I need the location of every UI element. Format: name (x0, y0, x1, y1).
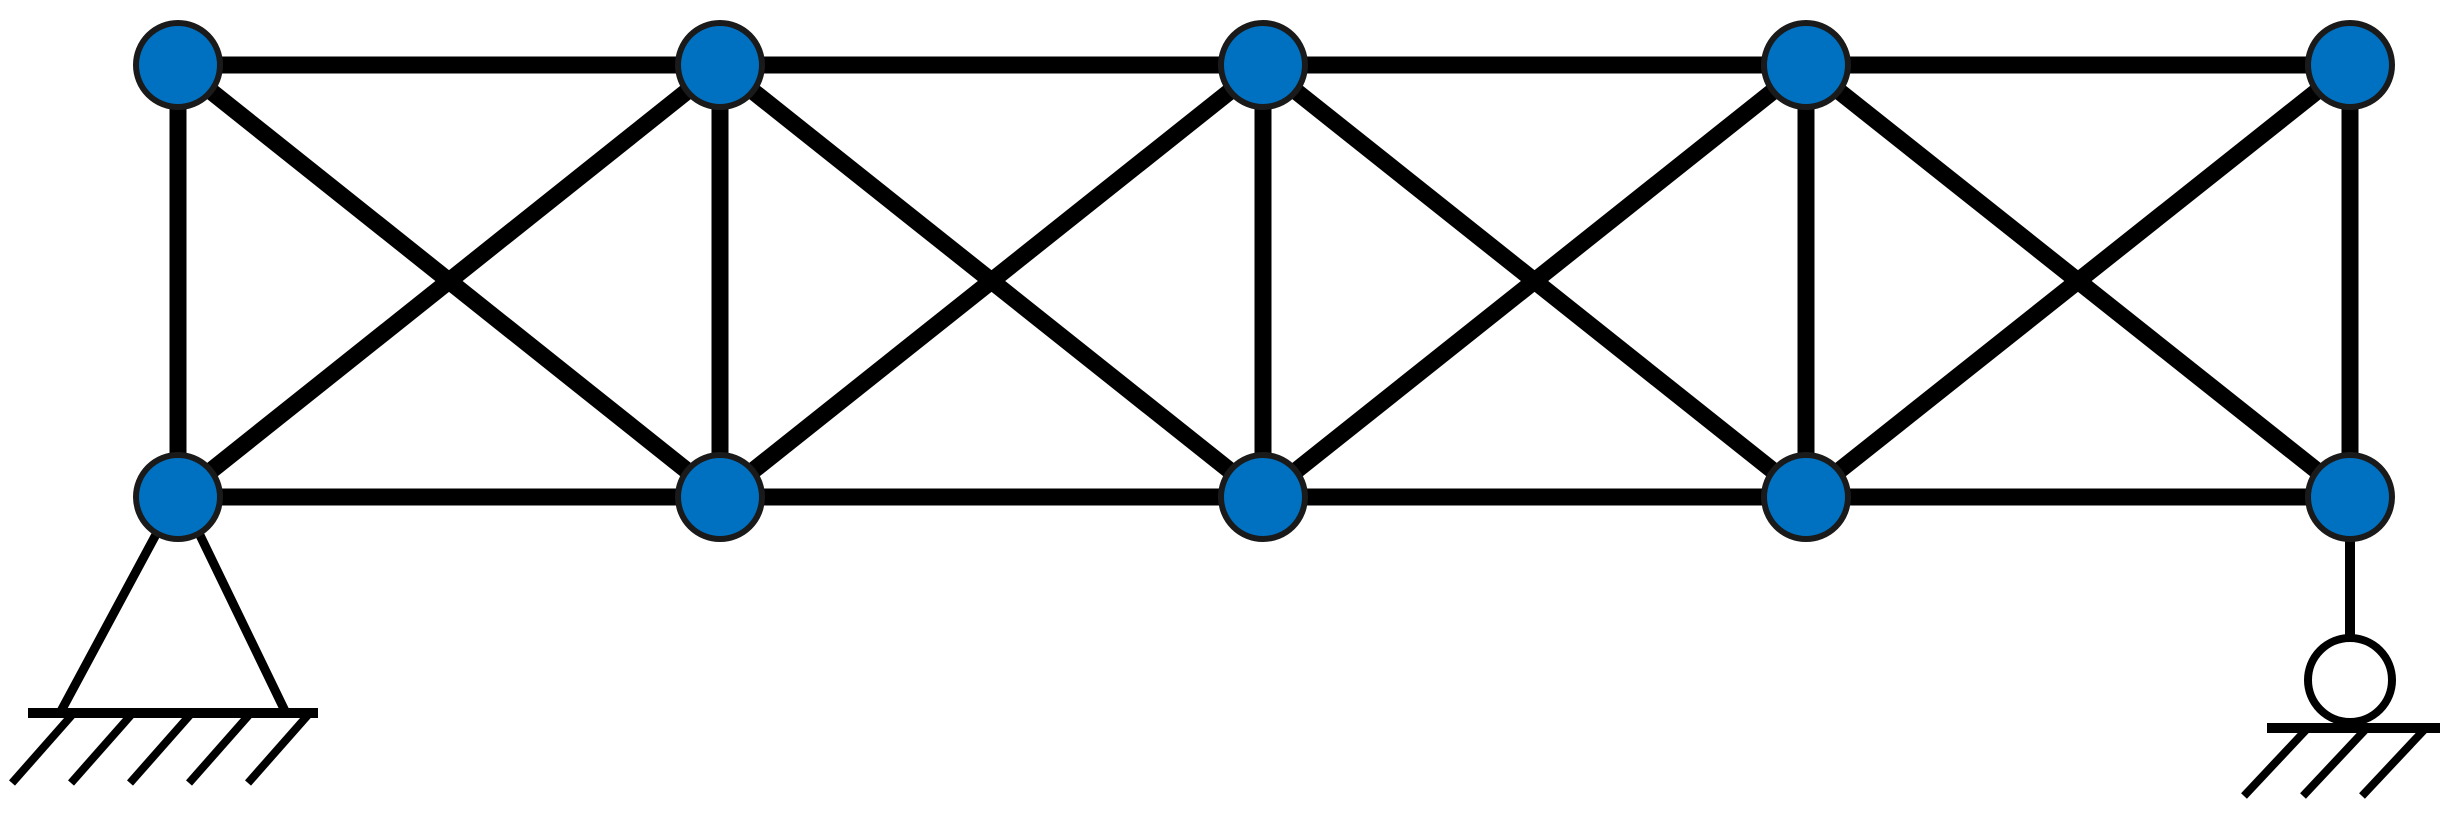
members-layer (169, 56, 2359, 506)
roller-support-hatch (2359, 727, 2427, 799)
diagonal-up-1-member (172, 58, 726, 504)
joint-bottom-3 (1218, 452, 1308, 542)
pin-support-triangle (52, 524, 294, 718)
joint-bottom-4 (1761, 452, 1851, 542)
supports-layer (9, 524, 2440, 799)
roller-support-wheel (2304, 634, 2396, 726)
joint-top-4 (1761, 20, 1851, 110)
joint-bottom-5 (2305, 452, 2395, 542)
pin-support-hatch (245, 712, 311, 786)
joint-bottom-2 (675, 452, 765, 542)
joint-top-5 (2305, 20, 2395, 110)
pin-support-hatch (9, 712, 75, 786)
pin-support-hatch (68, 712, 134, 786)
roller-support (2241, 527, 2440, 799)
joint-top-3 (1218, 20, 1308, 110)
joints-layer (133, 20, 2395, 542)
diagonal-up-3-member (1257, 58, 1812, 504)
roller-support-hatch (2241, 727, 2309, 799)
joint-bottom-1 (133, 452, 223, 542)
diagonal-up-4-member (1800, 58, 2356, 504)
roller-support-hatch (2300, 727, 2368, 799)
pin-support (9, 524, 318, 786)
joint-top-2 (675, 20, 765, 110)
pin-support-hatch (186, 712, 252, 786)
pin-support-hatch (127, 712, 193, 786)
joint-top-1 (133, 20, 223, 110)
diagonal-up-2-member (714, 58, 1269, 504)
